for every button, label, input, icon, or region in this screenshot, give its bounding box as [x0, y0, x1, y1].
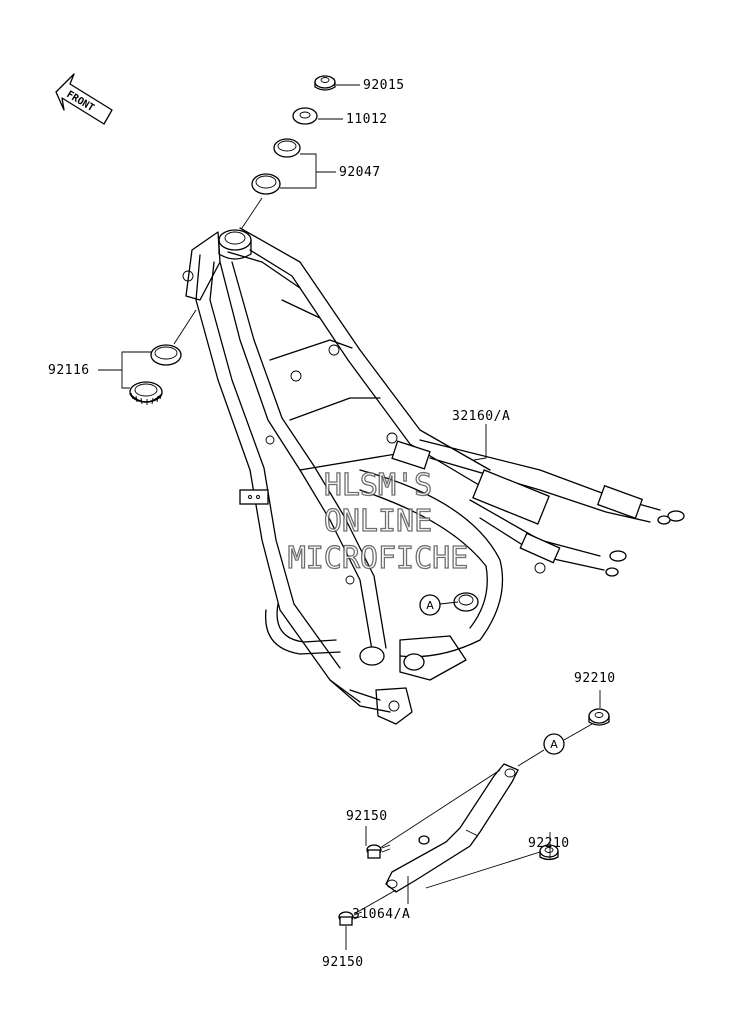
nut-92210-upper-icon	[588, 708, 610, 726]
bolt-92150-lower-icon	[338, 911, 363, 926]
part-label-92116: 92116	[48, 363, 90, 378]
washer-11012-icon	[292, 107, 318, 125]
part-label-32160: 32160/A	[452, 409, 510, 424]
front-arrow-icon: FRONT	[55, 73, 113, 125]
leader-32160	[473, 424, 487, 461]
watermark-line-2: ONLINE	[324, 504, 432, 539]
callout-a-stay: A	[517, 723, 593, 767]
front-arrow-label: FRONT	[64, 89, 95, 114]
stay-31064-icon	[385, 763, 519, 893]
part-label-92210-lower: 92210	[528, 836, 570, 851]
svg-text:A: A	[426, 599, 434, 612]
race-92116-icon	[150, 344, 182, 366]
part-label-92210-upper: 92210	[574, 671, 616, 686]
bolt-92150-upper-icon	[366, 844, 391, 859]
nut-92210-lower-icon	[539, 844, 559, 861]
part-label-31064: 31064/A	[352, 907, 410, 922]
part-label-92047: 92047	[339, 165, 381, 180]
race-92047-lower-icon	[251, 173, 281, 195]
leader-92150-lower	[345, 889, 397, 950]
part-label-11012: 11012	[346, 112, 388, 127]
callout-a-frame: A	[419, 594, 459, 616]
part-label-92150-upper: 92150	[346, 809, 388, 824]
part-label-92150-lower: 92150	[322, 955, 364, 970]
leader-92047	[280, 153, 336, 189]
race-92047-upper-icon	[273, 138, 301, 158]
watermark-line-1: HLSM'S	[324, 468, 432, 503]
bearing-92116-icon	[129, 381, 163, 405]
leader-head-pipe-lower	[173, 309, 197, 345]
watermark: HLSM'S ONLINE MICROFICHE	[287, 467, 469, 576]
part-label-92015: 92015	[363, 78, 405, 93]
frame-32160-icon	[182, 227, 685, 725]
svg-text:A: A	[550, 738, 558, 751]
leader-92150-upper	[365, 769, 501, 849]
leader-92116	[98, 351, 152, 389]
nut-92015-icon	[314, 75, 336, 91]
watermark-line-3: MICROFICHE	[288, 541, 469, 576]
leader-stay-nut	[425, 851, 541, 889]
leader-head-pipe	[241, 197, 263, 229]
